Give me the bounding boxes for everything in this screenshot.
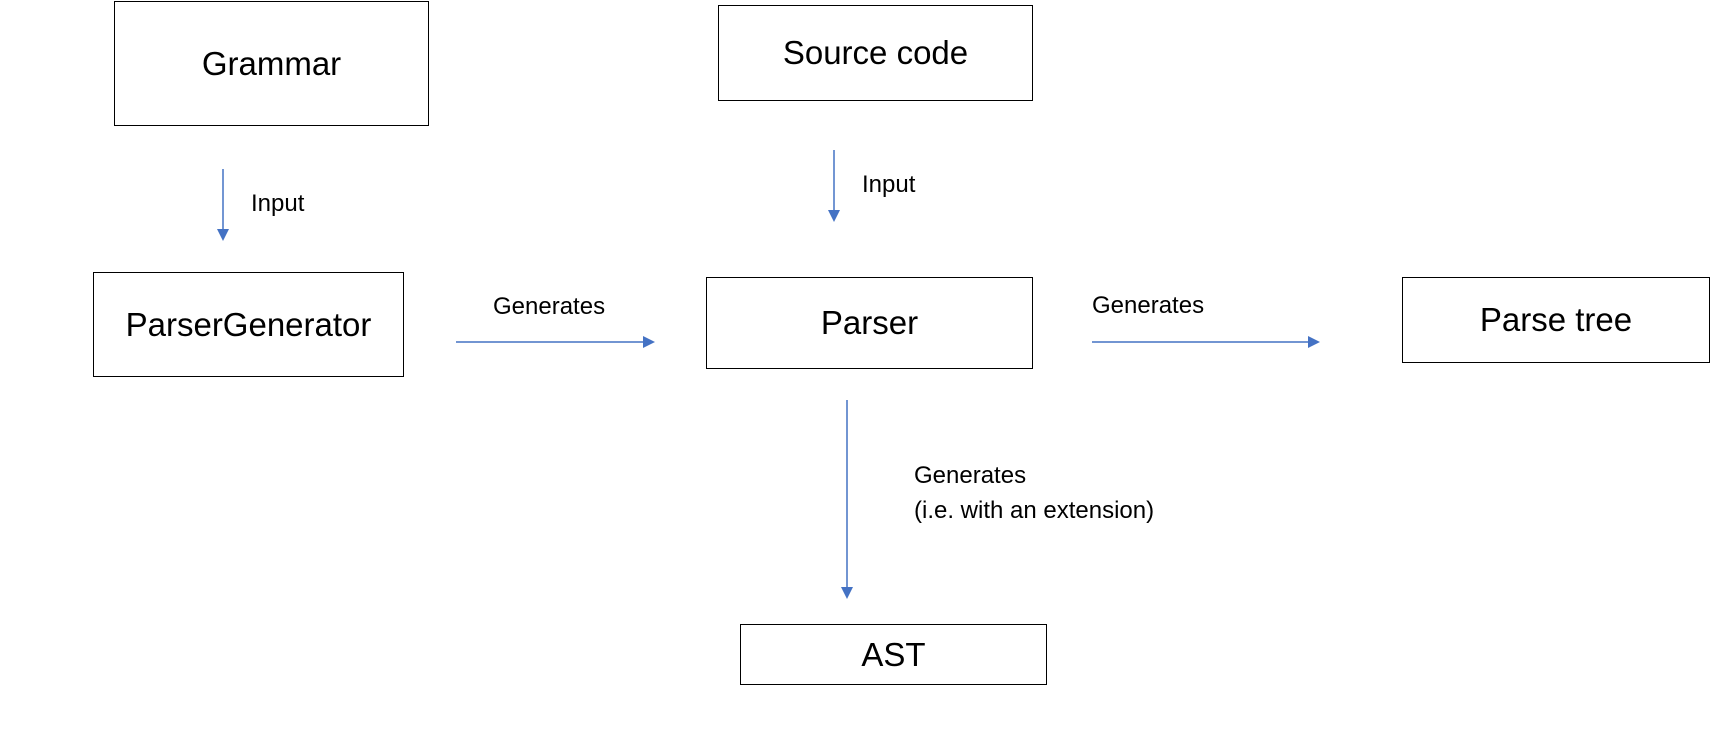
edge-label-grammar-input: Input [251,190,305,217]
node-parser: Parser [706,277,1033,369]
node-source-code: Source code [718,5,1033,101]
edge-label-parser-generates-parse-tree: Generates [1092,292,1205,319]
node-grammar-label: Grammar [201,44,342,82]
node-ast-label: AST [861,635,926,673]
edge-label-parser-generates-ast: Generates (i.e. with an extension) [914,458,1154,528]
node-parser-generator-label: ParserGenerator [125,305,372,343]
edge-label-ast-line-1: Generates [914,462,1027,489]
node-grammar: Grammar [114,1,429,126]
edge-label-parser-generator-generates: Generates [493,293,606,320]
node-parser-label: Parser [820,304,919,341]
node-source-code-label: Source code [782,34,969,71]
edge-label-source-code-input: Input [862,171,916,198]
node-parse-tree-label: Parse tree [1479,301,1633,338]
node-ast: AST [740,624,1047,685]
node-parse-tree: Parse tree [1402,277,1710,363]
edge-label-ast-line-2: (i.e. with an extension) [914,497,1155,524]
node-parser-generator: ParserGenerator [93,272,404,377]
